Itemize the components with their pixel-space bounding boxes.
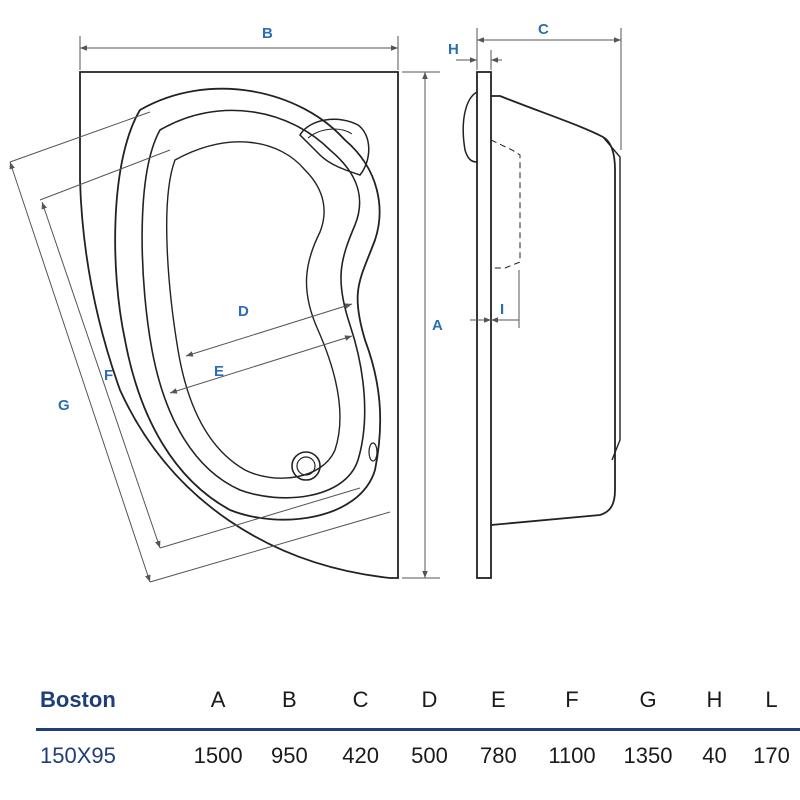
label-i: I xyxy=(500,301,504,318)
col-l-header: L xyxy=(765,687,778,712)
headrest xyxy=(299,118,370,176)
label-f: F xyxy=(104,367,113,384)
label-b: B xyxy=(262,25,273,42)
label-h: H xyxy=(448,41,459,58)
col-d-header: D xyxy=(421,687,438,712)
col-b-header: B xyxy=(282,687,297,712)
model-size: 150X95 xyxy=(40,743,116,768)
value-b: 950 xyxy=(271,743,308,768)
label-g: G xyxy=(58,397,70,414)
model-name: Boston xyxy=(40,687,116,712)
label-c: C xyxy=(538,21,549,38)
spec-table: Boston A B C D E F G H L 150X95 1500 950… xyxy=(0,676,800,780)
value-f: 1100 xyxy=(548,743,596,768)
side-headrest xyxy=(462,91,478,163)
value-d: 500 xyxy=(411,743,448,768)
table-divider xyxy=(36,728,800,731)
label-d: D xyxy=(238,303,249,320)
col-g-header: G xyxy=(639,687,657,712)
side-rim xyxy=(476,71,492,579)
basin-outline xyxy=(141,109,366,499)
col-e-header: E xyxy=(491,687,506,712)
top-view xyxy=(79,71,399,579)
overflow xyxy=(368,442,378,462)
value-a: 1500 xyxy=(193,743,243,768)
side-view-dimensions xyxy=(456,28,622,328)
spec-value-row: 150X95 1500 950 420 500 780 1100 1350 40… xyxy=(0,732,800,780)
col-c-header: C xyxy=(352,687,369,712)
bathtub-technical-drawing: B A C H I D E F G xyxy=(9,21,622,583)
basin-floor xyxy=(166,141,341,479)
value-h: 40 xyxy=(702,743,727,768)
drain xyxy=(291,451,321,481)
spec-header-row: Boston A B C D E F G H L xyxy=(0,676,800,724)
label-a: A xyxy=(432,317,443,334)
col-a-header: A xyxy=(210,687,226,712)
value-c: 420 xyxy=(342,743,379,768)
value-e: 780 xyxy=(480,743,517,768)
value-g: 1350 xyxy=(623,743,673,768)
top-view-dimensions xyxy=(9,36,440,583)
col-f-header: F xyxy=(565,687,579,712)
side-view xyxy=(462,71,621,579)
value-l: 170 xyxy=(753,743,790,768)
col-h-header: H xyxy=(706,687,723,712)
label-e: E xyxy=(214,363,224,380)
side-body xyxy=(490,95,616,526)
